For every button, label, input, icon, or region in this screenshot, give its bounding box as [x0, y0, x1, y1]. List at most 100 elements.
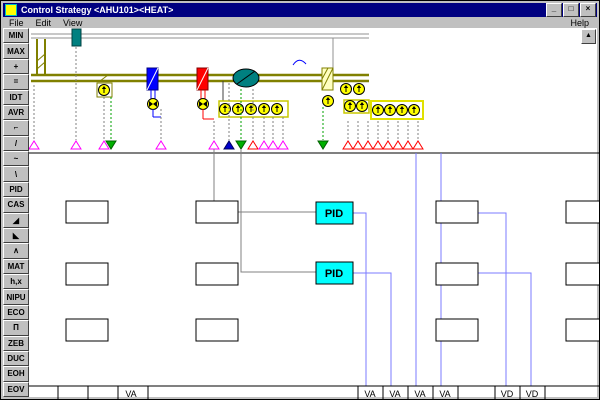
maximize-button[interactable]: □ [563, 3, 579, 17]
sensor-icon [344, 100, 356, 112]
sensor-icon[interactable] [340, 83, 352, 95]
io-cell-label[interactable]: VA [125, 389, 136, 399]
menu-help[interactable]: Help [570, 17, 589, 28]
io-triangles[interactable] [29, 140, 424, 150]
input-triangle-red [372, 140, 384, 150]
io-cell-label[interactable]: VD [526, 389, 539, 399]
toolbar-button-zeb[interactable]: ZEB [3, 335, 29, 351]
io-cell-label[interactable]: VA [439, 389, 450, 399]
toolbar-button-max[interactable]: MAX [3, 43, 29, 59]
function-box[interactable] [65, 200, 109, 224]
sensor-group-small[interactable] [343, 99, 370, 114]
toolbar-button-slope-icon[interactable]: \ [3, 166, 29, 182]
toolbar-button-min[interactable]: MIN [3, 28, 29, 44]
pid-block-1[interactable]: PID [315, 201, 354, 225]
sensor-icon [356, 100, 368, 112]
input-triangle-red [412, 140, 424, 150]
toolbar-button-eco[interactable]: ECO [3, 304, 29, 321]
function-box[interactable] [565, 200, 599, 224]
sensor-icon [232, 103, 244, 115]
title-bar: Control Strategy <AHU101><HEAT> _ □ × [3, 3, 597, 17]
heating-coil-icon[interactable] [196, 67, 214, 120]
input-triangle-blue [223, 140, 235, 150]
function-box[interactable] [435, 262, 479, 286]
input-triangle-red [342, 140, 354, 150]
sensor-icon [384, 104, 396, 116]
io-bar-labels: VA VA VA VA VA VD VD [125, 389, 538, 399]
toolbar-button-mat[interactable]: MAT [3, 258, 29, 274]
function-box[interactable] [435, 200, 479, 224]
input-triangle-magenta [155, 140, 167, 150]
toolbar-button-avr[interactable]: AVR [3, 104, 29, 121]
close-button[interactable]: × [580, 3, 596, 17]
strategy-canvas[interactable]: PID PID [29, 28, 599, 399]
heating-valve-icon [197, 98, 209, 110]
exhaust-stack-icon[interactable] [71, 28, 82, 47]
function-box[interactable] [65, 318, 109, 342]
toolbar-button-ramp-down-icon[interactable]: ◣ [3, 227, 29, 244]
damper-actuator-icon[interactable] [96, 74, 113, 98]
menu-view[interactable]: View [63, 17, 83, 28]
wires [353, 153, 532, 386]
fan-icon[interactable] [232, 68, 260, 88]
function-box[interactable] [435, 318, 479, 342]
toolbar-button-ramp-up-icon[interactable]: ◢ [3, 212, 29, 228]
menu-bar: File Edit View Help [3, 17, 597, 28]
input-triangle-red [352, 140, 364, 150]
filter-icon[interactable] [321, 38, 334, 107]
input-triangle-magenta [29, 140, 40, 150]
input-triangle-magenta [208, 140, 220, 150]
toolbar-button-hx[interactable]: h,x [3, 274, 29, 290]
window-title: Control Strategy <AHU101><HEAT> [21, 5, 174, 15]
function-box[interactable] [65, 262, 109, 286]
toolbar-button-lines[interactable]: = [3, 74, 29, 90]
outdoor-air-damper-icon[interactable] [36, 39, 46, 74]
input-triangle-magenta [277, 140, 289, 150]
io-cell-label[interactable]: VA [414, 389, 425, 399]
toolbar-button-nipu[interactable]: NIPU [3, 289, 29, 305]
io-cell-label[interactable]: VA [389, 389, 400, 399]
sensor-icon [245, 103, 257, 115]
toolbar-button-eov[interactable]: EOV [3, 381, 29, 397]
toolbar-button-cas[interactable]: CAS [3, 197, 29, 213]
output-triangle-green [317, 140, 329, 150]
input-triangle-magenta [267, 140, 279, 150]
function-box[interactable] [565, 262, 599, 286]
toolbar-button-duc[interactable]: DUC [3, 350, 29, 367]
menu-edit[interactable]: Edit [35, 17, 52, 28]
input-triangle-red [392, 140, 404, 150]
function-box[interactable] [195, 262, 239, 286]
menu-file[interactable]: File [9, 17, 24, 28]
minimize-button[interactable]: _ [546, 3, 562, 17]
toolbar-button-ramp-icon[interactable]: / [3, 135, 29, 151]
toolbar-button-plus[interactable]: + [3, 58, 29, 75]
input-triangle-magenta [258, 140, 270, 150]
sensor-icon[interactable] [353, 83, 365, 95]
sensor-group-return[interactable] [370, 100, 424, 120]
toolbar-button-curve-icon[interactable]: ⌐ [3, 120, 29, 136]
io-cell-label[interactable]: VD [501, 389, 514, 399]
sensor-icon [322, 95, 334, 107]
cooling-valve-icon [147, 98, 159, 110]
drop-lines [33, 47, 419, 140]
toolbar-button-pid[interactable]: PID [3, 181, 29, 198]
toolbar-button-eoh[interactable]: EOH [3, 366, 29, 382]
io-cell-label[interactable]: VA [364, 389, 375, 399]
function-box[interactable] [565, 318, 599, 342]
function-box[interactable] [195, 318, 239, 342]
toolbar: MIN MAX + = IDT AVR ⌐ / ~ \ PID CAS ◢ ◣ … [3, 28, 29, 397]
input-triangle-red [247, 140, 259, 150]
sensor-icon [271, 103, 283, 115]
toolbar-button-peak-icon[interactable]: ∧ [3, 243, 29, 259]
pid-block-2[interactable]: PID [315, 261, 354, 285]
scroll-up-button[interactable]: ▲ [581, 29, 596, 44]
toolbar-button-pulse-icon[interactable]: Π [3, 320, 29, 336]
sensor-icon [408, 104, 420, 116]
app-icon[interactable] [5, 4, 17, 16]
cooling-coil-icon[interactable] [146, 67, 161, 118]
toolbar-button-idt[interactable]: IDT [3, 89, 29, 105]
toolbar-button-wave-icon[interactable]: ~ [3, 151, 29, 167]
function-box[interactable] [195, 200, 239, 224]
io-bar [29, 385, 599, 399]
